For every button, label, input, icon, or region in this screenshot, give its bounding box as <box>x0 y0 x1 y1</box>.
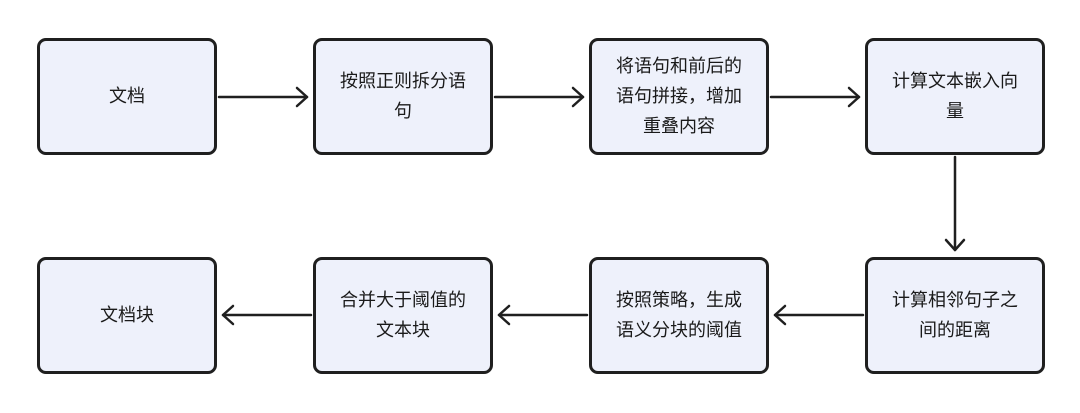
node-document: 文档 <box>37 38 217 155</box>
arrow-n3-to-n4 <box>769 86 861 108</box>
node-merge-chunks: 合并大于阈值的文本块 <box>313 257 493 374</box>
node-concat-overlap: 将语句和前后的语句拼接，增加重叠内容 <box>589 38 769 155</box>
node-label: 计算文本嵌入向量 <box>892 70 1018 122</box>
node-label: 文档块 <box>100 304 154 326</box>
node-compute-embeddings: 计算文本嵌入向量 <box>865 38 1045 155</box>
node-compute-distances: 计算相邻句子之间的距离 <box>865 257 1045 374</box>
node-split-sentences: 按照正则拆分语句 <box>313 38 493 155</box>
arrow-n6-to-n7 <box>497 304 589 326</box>
node-label: 文档 <box>109 85 145 107</box>
node-label: 计算相邻句子之间的距离 <box>892 289 1018 341</box>
node-document-chunks: 文档块 <box>37 257 217 374</box>
node-label: 按照正则拆分语句 <box>340 70 466 122</box>
arrow-n5-to-n6 <box>773 304 865 326</box>
arrow-n1-to-n2 <box>217 86 309 108</box>
node-generate-threshold: 按照策略，生成语义分块的阈值 <box>589 257 769 374</box>
arrow-n2-to-n3 <box>493 86 585 108</box>
node-label: 按照策略，生成语义分块的阈值 <box>616 289 742 341</box>
node-label: 将语句和前后的语句拼接，增加重叠内容 <box>616 55 742 137</box>
arrow-n4-to-n5 <box>944 155 966 252</box>
arrow-n7-to-n8 <box>221 304 313 326</box>
node-label: 合并大于阈值的文本块 <box>340 289 466 341</box>
